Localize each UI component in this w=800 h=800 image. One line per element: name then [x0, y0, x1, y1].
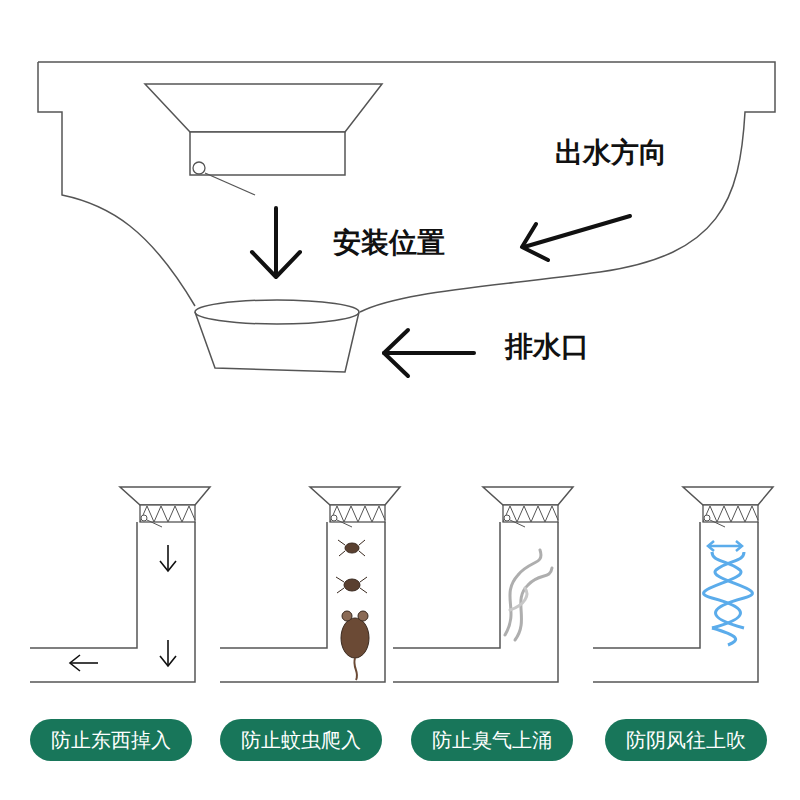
feature-pill: 防阴风往上吹 [605, 719, 767, 761]
pill-text: 防止蚊虫爬入 [241, 728, 361, 752]
feature-pill: 防止东西掉入 [30, 719, 192, 761]
feature-pill: 防止蚊虫爬入 [220, 719, 382, 761]
annotation-label: 安装位置 [333, 226, 445, 260]
feature-pill: 防止臭气上涌 [411, 719, 573, 761]
annotation-label: 出水方向 [555, 136, 667, 170]
annotation-label: 排水口 [505, 330, 589, 364]
pill-text: 防止东西掉入 [51, 728, 171, 752]
pill-text: 防阴风往上吹 [626, 728, 746, 752]
pill-text: 防止臭气上涌 [432, 728, 552, 752]
